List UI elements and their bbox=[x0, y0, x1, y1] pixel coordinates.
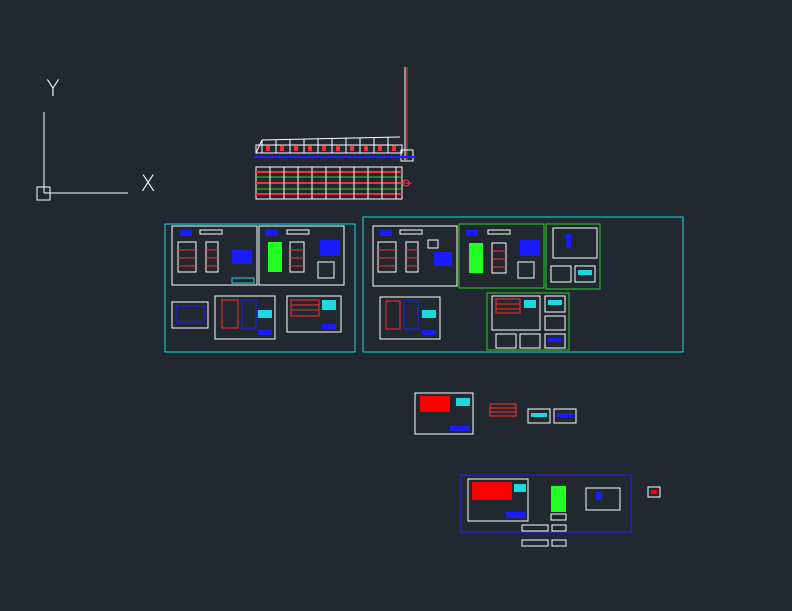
sheet-set-bottom[interactable] bbox=[460, 474, 661, 547]
y-axis-label: Y bbox=[46, 77, 60, 102]
sheet-set-right[interactable] bbox=[362, 216, 684, 353]
sheet-row-middle[interactable] bbox=[414, 392, 577, 435]
elevation-drawing[interactable] bbox=[254, 67, 416, 200]
sheet-set-left[interactable] bbox=[164, 223, 356, 353]
x-axis-label: X bbox=[140, 172, 156, 197]
